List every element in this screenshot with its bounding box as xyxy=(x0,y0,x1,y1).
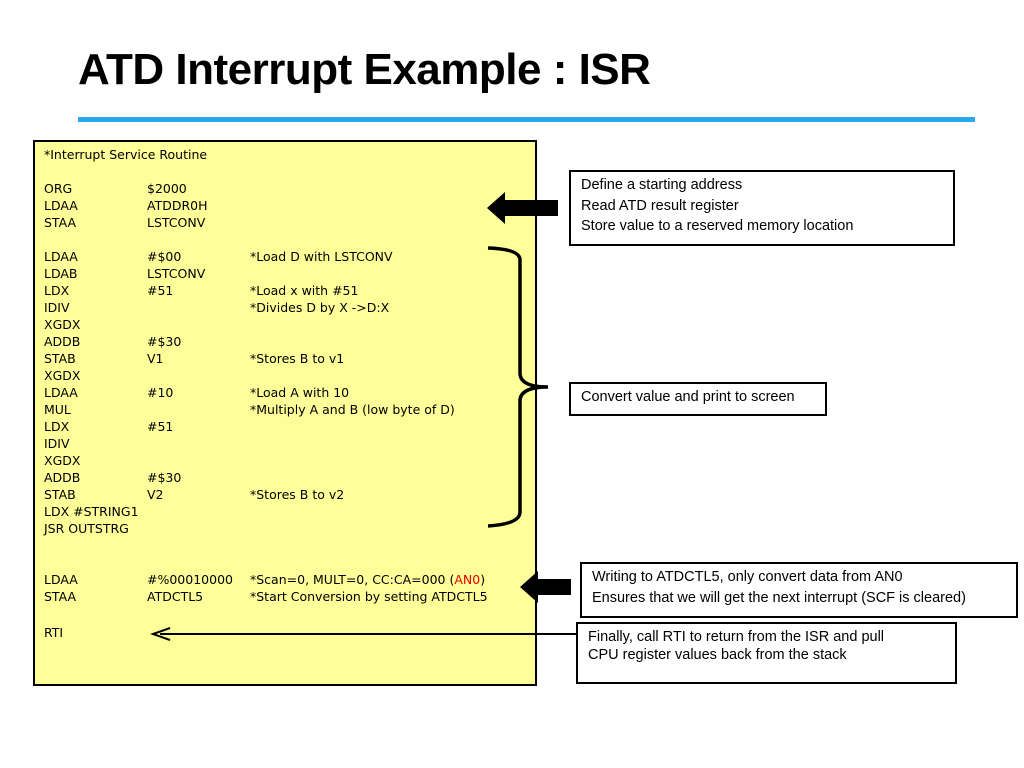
code-line-org: ORG $2000 xyxy=(44,181,187,196)
code-line-ldx-51: LDX #51 *Load x with #51 xyxy=(44,283,359,298)
code-line-ldaa-00: LDAA #$00 *Load D with LSTCONV xyxy=(44,249,393,264)
code-line-staa-atdctl5: STAA ATDCTL5 *Start Conversion by settin… xyxy=(44,589,488,604)
code-line-ldaa-atddr0h: LDAA ATDDR0H xyxy=(44,198,208,213)
an0-highlight: AN0 xyxy=(454,572,481,587)
code-header: *Interrupt Service Routine xyxy=(44,147,208,162)
code-line-idiv: IDIV *Divides D by X ->D:X xyxy=(44,300,390,315)
code-line-xgdx: XGDX xyxy=(44,453,81,468)
code-line-idiv: IDIV xyxy=(44,436,70,451)
code-line-addb-30: ADDB #$30 xyxy=(44,470,182,485)
code-line-stab-v1: STAB V1 *Stores B to v1 xyxy=(44,351,345,366)
code-line-mul: MUL *Multiply A and B (low byte of D) xyxy=(44,402,455,417)
code-line-addb-30: ADDB #$30 xyxy=(44,334,182,349)
note-writing-atdctl5: Writing to ATDCTL5, only convert data fr… xyxy=(580,562,1018,618)
code-line-ldx-51: LDX #51 xyxy=(44,419,174,434)
code-line-ldaa-scan: LDAA #%00010000 *Scan=0, MULT=0, CC:CA=0… xyxy=(44,572,486,587)
page-title: ATD Interrupt Example : ISR xyxy=(78,45,651,94)
code-line-xgdx: XGDX xyxy=(44,368,81,383)
block-arrow-left-icon xyxy=(520,571,571,603)
code-line-rti: RTI xyxy=(44,625,64,640)
note-convert-print: Convert value and print to screen xyxy=(569,382,827,416)
code-line-xgdx: XGDX xyxy=(44,317,81,332)
code-line-ldx-string1: LDX #STRING1 xyxy=(44,504,139,519)
title-underline xyxy=(78,117,975,122)
block-arrow-left-icon xyxy=(487,192,558,224)
code-line-jsr-outstrg: JSR OUTSTRG xyxy=(44,521,129,536)
note-define-address: Define a starting address Read ATD resul… xyxy=(569,170,955,246)
code-listing-box xyxy=(33,140,537,686)
code-line-staa-lstconv: STAA LSTCONV xyxy=(44,215,206,230)
code-line-stab-v2: STAB V2 *Stores B to v2 xyxy=(44,487,345,502)
code-line-ldab-lstconv: LDAB LSTCONV xyxy=(44,266,206,281)
code-line-ldaa-10: LDAA #10 *Load A with 10 xyxy=(44,385,350,400)
note-rti-return: Finally, call RTI to return from the ISR… xyxy=(576,622,957,684)
thin-arrow-head-icon xyxy=(149,627,171,641)
curly-brace-icon xyxy=(487,246,549,528)
